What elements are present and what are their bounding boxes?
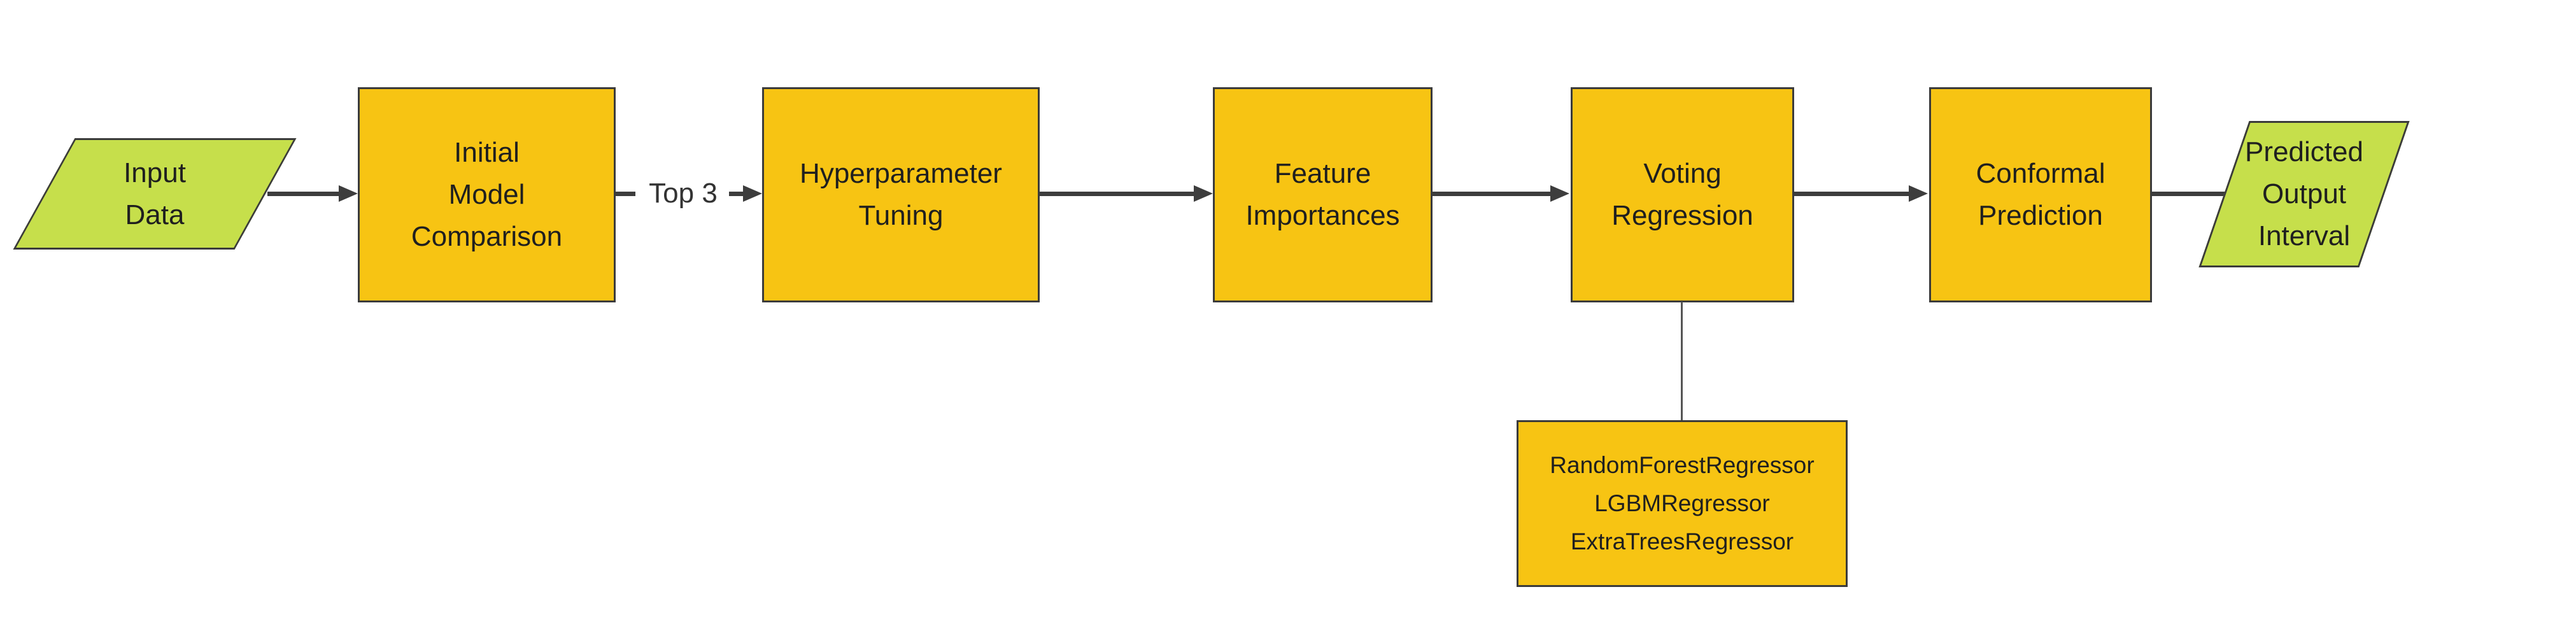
label-line: Feature bbox=[1274, 158, 1371, 189]
label-line: Hyperparameter bbox=[800, 158, 1002, 189]
line-voting-to-regressors bbox=[1681, 302, 1683, 421]
label-line: Output bbox=[2261, 178, 2347, 209]
label-line: Model bbox=[448, 179, 525, 210]
label-line: Comparison bbox=[411, 221, 563, 252]
arrowhead-icon bbox=[1194, 185, 1213, 202]
label-line: Regression bbox=[1611, 200, 1753, 231]
label-line: Initial bbox=[454, 137, 520, 168]
arrow-shaft bbox=[729, 192, 747, 196]
node-label: RandomForestRegressor LGBMRegressor Extr… bbox=[1550, 446, 1814, 561]
node-conformal-prediction: Conformal Prediction bbox=[1929, 87, 2152, 302]
node-ensemble-regressors: RandomForestRegressor LGBMRegressor Extr… bbox=[1517, 420, 1848, 587]
node-label: Voting Regression bbox=[1611, 153, 1753, 237]
node-input-data: Input Data bbox=[13, 138, 297, 250]
label-line: Importances bbox=[1245, 200, 1400, 231]
node-label: Input Data bbox=[124, 152, 186, 236]
arrowhead-icon bbox=[1550, 185, 1569, 202]
label-line: LGBMRegressor bbox=[1594, 490, 1770, 517]
arrow-shaft bbox=[1794, 192, 1913, 196]
arrow-shaft bbox=[1433, 192, 1554, 196]
label-line: Predicted bbox=[2245, 136, 2363, 167]
label-line: Interval bbox=[2258, 220, 2351, 251]
node-initial-model-comparison: Initial Model Comparison bbox=[358, 87, 616, 302]
node-predicted-output-interval: Predicted Output Interval bbox=[2198, 121, 2410, 267]
arrow-top3-to-tuning bbox=[729, 185, 762, 202]
node-label: Feature Importances bbox=[1245, 153, 1399, 237]
node-hyperparameter-tuning: Hyperparameter Tuning bbox=[762, 87, 1040, 302]
node-label: Conformal Prediction bbox=[1976, 153, 2105, 237]
node-voting-regression: Voting Regression bbox=[1571, 87, 1794, 302]
label-line: Input bbox=[124, 157, 186, 188]
arrowhead-icon bbox=[1909, 185, 1928, 202]
node-feature-importances: Feature Importances bbox=[1213, 87, 1433, 302]
arrow-shaft bbox=[1040, 192, 1198, 196]
label-line: Tuning bbox=[858, 200, 944, 231]
arrow-shaft bbox=[2152, 192, 2237, 196]
arrow-tuning-to-importances bbox=[1040, 185, 1213, 202]
arrowhead-icon bbox=[339, 185, 358, 202]
label-line: ExtraTreesRegressor bbox=[1570, 528, 1794, 555]
edge-label-top3: Top 3 bbox=[649, 178, 718, 209]
arrow-input-to-comparison bbox=[267, 185, 358, 202]
label-line: Data bbox=[125, 199, 185, 230]
node-label: Predicted Output Interval bbox=[2245, 131, 2363, 257]
arrowhead-icon bbox=[743, 185, 762, 202]
node-label: Initial Model Comparison bbox=[411, 132, 562, 258]
label-line: Conformal bbox=[1976, 158, 2105, 189]
edge-dash-top3 bbox=[616, 192, 635, 196]
arrow-voting-to-conformal bbox=[1794, 185, 1928, 202]
arrow-shaft bbox=[267, 192, 343, 196]
node-label: Hyperparameter Tuning bbox=[800, 153, 1002, 237]
label-line: RandomForestRegressor bbox=[1550, 452, 1815, 479]
label-line: Prediction bbox=[1978, 200, 2103, 231]
label-line: Voting bbox=[1643, 158, 1722, 189]
arrow-importances-to-voting bbox=[1433, 185, 1569, 202]
